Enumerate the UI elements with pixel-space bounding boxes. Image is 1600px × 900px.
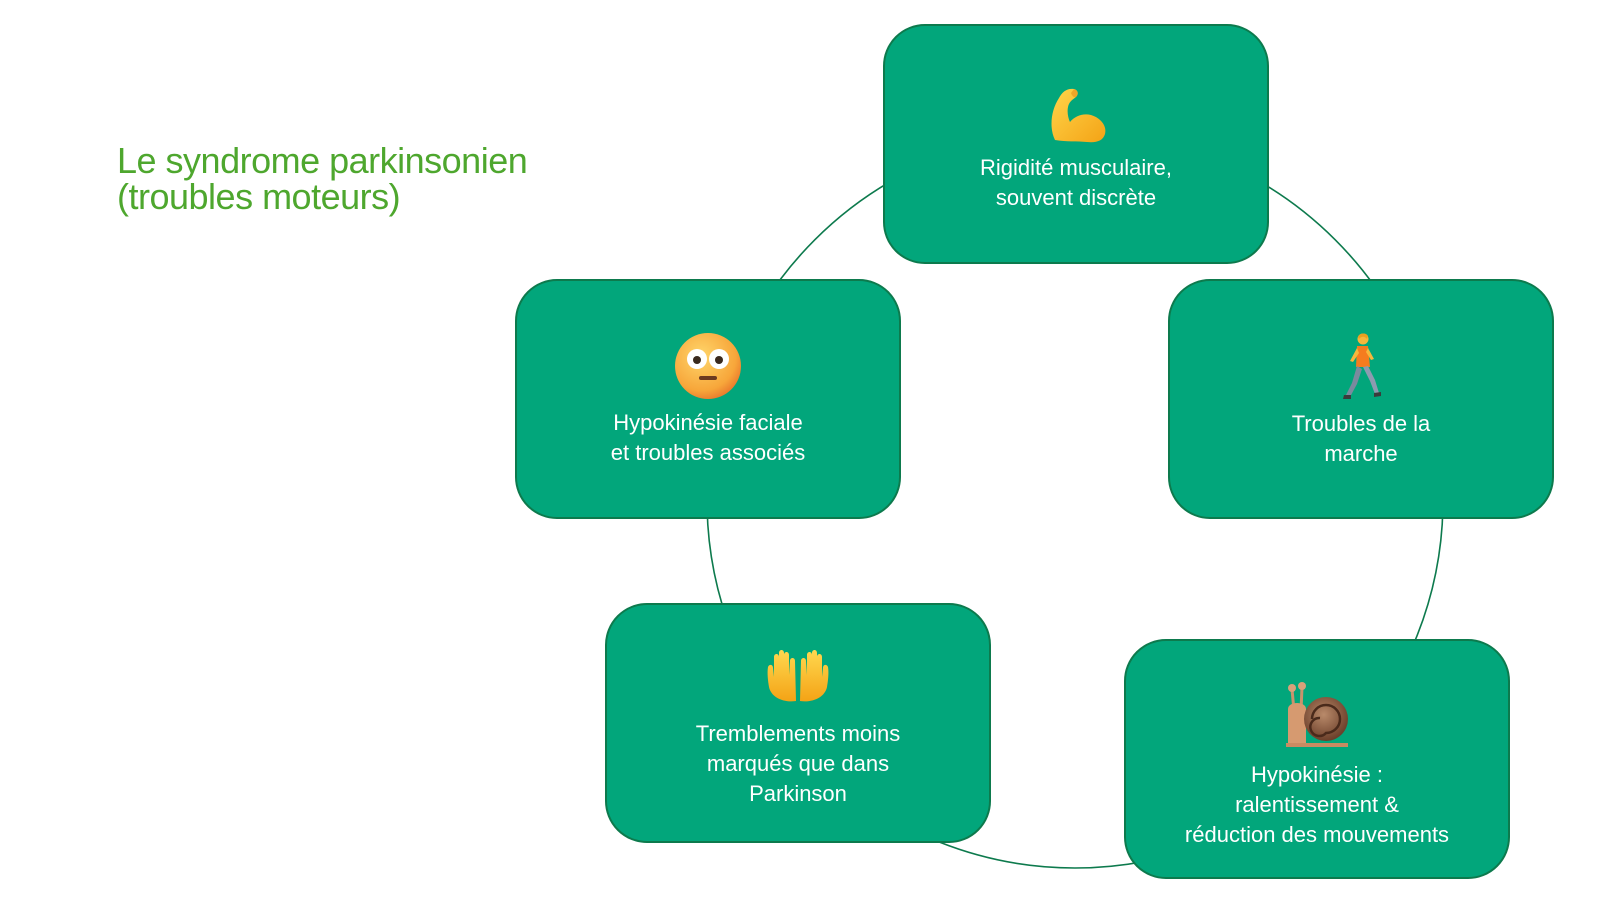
person-walking-icon	[1343, 333, 1381, 399]
title-line-1: Le syndrome parkinsonien	[117, 140, 528, 181]
snail-icon	[1286, 682, 1348, 747]
flexed-biceps-icon	[1051, 88, 1106, 143]
title-line-2: (troubles moteurs)	[117, 176, 401, 217]
node-label: Hypokinésie faciale et troubles associés	[610, 410, 806, 465]
palms-up-together-icon	[767, 650, 829, 702]
node-label: Rigidité musculaire, souvent discrète	[980, 155, 1172, 210]
node-hypokinesie-faciale: Hypokinésie faciale et troubles associés	[515, 279, 901, 519]
node-tremblements: Tremblements moins marqués que dans Park…	[605, 603, 991, 843]
node-label: Troubles de la marche	[1291, 411, 1431, 466]
node-hypokinesie: Hypokinésie : ralentissement & réduction…	[1124, 639, 1510, 879]
slide-title: Le syndrome parkinsonien (troubles moteu…	[117, 140, 528, 217]
face-with-open-eyes-icon	[675, 333, 741, 399]
node-label: Tremblements moins marqués que dans Park…	[695, 721, 901, 806]
node-label: Hypokinésie : ralentissement & réduction…	[1184, 762, 1450, 847]
node-rigidite: Rigidité musculaire, souvent discrète	[883, 24, 1269, 264]
node-marche: Troubles de la marche	[1168, 279, 1554, 519]
